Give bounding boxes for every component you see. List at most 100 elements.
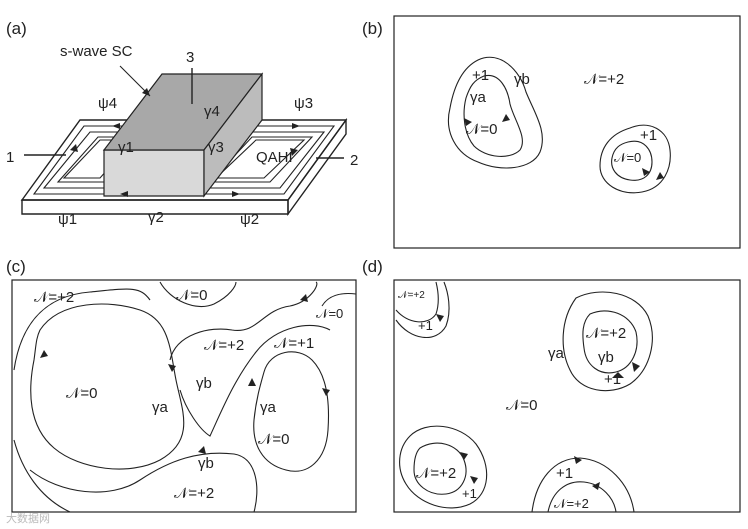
contour-top-right bbox=[321, 292, 357, 307]
edge-arrow bbox=[292, 123, 300, 129]
gamma3-label: γ3 bbox=[208, 139, 224, 156]
panel-b-frame bbox=[393, 15, 741, 249]
contour-bottom bbox=[29, 452, 258, 513]
panel-d-frame bbox=[393, 279, 741, 513]
gamma-a-left-label: γa bbox=[152, 399, 169, 416]
sc-pointer-arrow bbox=[142, 88, 150, 96]
panel-c: (c) 𝒩=+2 𝒩=0 𝒩=0 𝒩=+2 𝒩=+1 𝒩=0 γa γb γa … bbox=[6, 257, 357, 513]
contour-blob-bc-inner bbox=[547, 481, 617, 513]
panel-a-tag: (a) bbox=[6, 19, 27, 38]
gamma-b-label: γb bbox=[598, 349, 614, 366]
psi1-label: ψ1 bbox=[58, 211, 77, 228]
contour-arrow bbox=[464, 118, 472, 126]
left-plus1-label: +1 bbox=[472, 67, 489, 84]
contour-corner-inner bbox=[395, 281, 439, 323]
n-top-left-label: 𝒩=+2 bbox=[34, 289, 74, 306]
contour-blob-right-outer bbox=[562, 291, 653, 392]
n-mid-label: 𝒩=+2 bbox=[204, 337, 244, 354]
contour-arrow bbox=[40, 350, 48, 358]
contour-arrow bbox=[300, 294, 308, 302]
qahi-label: QAHI bbox=[256, 149, 293, 166]
gamma-b-bottom-label: γb bbox=[198, 455, 214, 472]
n-top-right-label: 𝒩=0 bbox=[316, 306, 343, 321]
contour-top-mid bbox=[159, 281, 237, 308]
panel-b-tag: (b) bbox=[362, 19, 383, 38]
blob-bl-plus1-label: +1 bbox=[462, 486, 477, 501]
contour-center-low bbox=[179, 324, 331, 437]
contour-arrow bbox=[322, 388, 330, 396]
contour-arrow bbox=[436, 314, 444, 322]
contour-arrow bbox=[502, 114, 510, 122]
contour-blob-bl-outer bbox=[399, 425, 488, 509]
psi4-label: ψ4 bbox=[98, 95, 117, 112]
gamma-b-mid-label: γb bbox=[196, 375, 212, 392]
panel-c-tag: (c) bbox=[6, 257, 26, 276]
contour-blob-bl-inner bbox=[413, 442, 467, 495]
contour-arrow bbox=[632, 362, 640, 372]
gamma1-label: γ1 bbox=[118, 139, 134, 156]
contour-arrow bbox=[198, 446, 206, 454]
contour-arrow bbox=[470, 476, 478, 484]
contour-corner-outer bbox=[395, 281, 450, 339]
gamma-a-label: γa bbox=[548, 345, 565, 362]
gamma2-label: γ2 bbox=[148, 209, 164, 226]
psi2-label: ψ2 bbox=[240, 211, 259, 228]
n-bottom-label: 𝒩=+2 bbox=[174, 485, 214, 502]
contour-right-blob bbox=[253, 351, 329, 472]
panel-a: (a) s-wave SC 3 1 2 QAHI bbox=[6, 19, 358, 228]
edge-arrow bbox=[232, 191, 240, 197]
gamma-a-right-label: γa bbox=[260, 399, 277, 416]
gamma4-label: γ4 bbox=[204, 103, 220, 120]
blob-bc-plus1-label: +1 bbox=[556, 465, 573, 482]
right-plus1-label: +1 bbox=[640, 127, 657, 144]
n-corner-label: 𝒩=+2 bbox=[398, 290, 425, 301]
edge-arrow bbox=[290, 148, 298, 156]
contour-left-outer bbox=[13, 288, 151, 371]
n-top-mid-label: 𝒩=0 bbox=[176, 287, 207, 304]
right-n0-label: 𝒩=0 bbox=[614, 150, 641, 165]
contour-left-blob bbox=[30, 303, 185, 470]
watermark: 大数据网 bbox=[6, 511, 50, 525]
contour-arrow bbox=[642, 168, 650, 176]
lead-1-label: 1 bbox=[6, 149, 14, 166]
contour-arrow bbox=[656, 172, 664, 180]
blob-right-plus1-label: +1 bbox=[604, 371, 621, 388]
panel-c-frame bbox=[11, 279, 357, 513]
contour-center bbox=[169, 281, 318, 361]
contour-arrow bbox=[592, 482, 600, 490]
edge-arrow bbox=[112, 123, 120, 129]
lead-2-label: 2 bbox=[350, 152, 358, 169]
lead-3-label: 3 bbox=[186, 49, 194, 66]
gamma-b-label: γb bbox=[514, 71, 530, 88]
contour-right-inner bbox=[611, 140, 653, 181]
n-outer-label: 𝒩=+2 bbox=[584, 71, 624, 88]
n-background-label: 𝒩=0 bbox=[506, 397, 537, 414]
n-blob-bl-label: 𝒩=+2 bbox=[416, 465, 456, 482]
sc-label: s-wave SC bbox=[60, 43, 133, 60]
n-blob-right-label: 𝒩=+2 bbox=[586, 325, 626, 342]
contour-arrow bbox=[612, 372, 624, 378]
contour-blob-right-inner bbox=[582, 310, 638, 374]
panel-d-tag: (d) bbox=[362, 257, 383, 276]
edge-arrow bbox=[70, 144, 78, 152]
panel-b: (b) 𝒩=+2 +1 γa γb 𝒩=0 +1 𝒩=0 bbox=[362, 15, 741, 249]
edge-arrow bbox=[120, 191, 128, 197]
sc-box-front bbox=[103, 149, 205, 197]
contour-right-outer bbox=[599, 124, 671, 194]
contour-arrow bbox=[574, 456, 582, 464]
panel-d: (d) 𝒩=+2 +1 𝒩=+2 γa γb +1 𝒩=0 𝒩=+2 +1 +1… bbox=[362, 257, 741, 513]
gamma-a-label: γa bbox=[470, 89, 487, 106]
left-n0-label: 𝒩=0 bbox=[466, 121, 497, 138]
contour-gamma-b bbox=[448, 56, 543, 169]
psi3-label: ψ3 bbox=[294, 95, 313, 112]
sc-box-side bbox=[203, 72, 263, 198]
n-right-blob-label: 𝒩=0 bbox=[258, 431, 289, 448]
contour-arrow bbox=[168, 364, 176, 372]
n-blob-bc-label: 𝒩=+2 bbox=[554, 496, 589, 511]
contour-bottom-left bbox=[13, 439, 71, 513]
corner-plus1-label: +1 bbox=[418, 318, 433, 333]
n-plus1-label: 𝒩=+1 bbox=[274, 335, 314, 352]
qahi-slab-right bbox=[287, 117, 347, 217]
contour-blob-bc-outer bbox=[531, 457, 635, 513]
